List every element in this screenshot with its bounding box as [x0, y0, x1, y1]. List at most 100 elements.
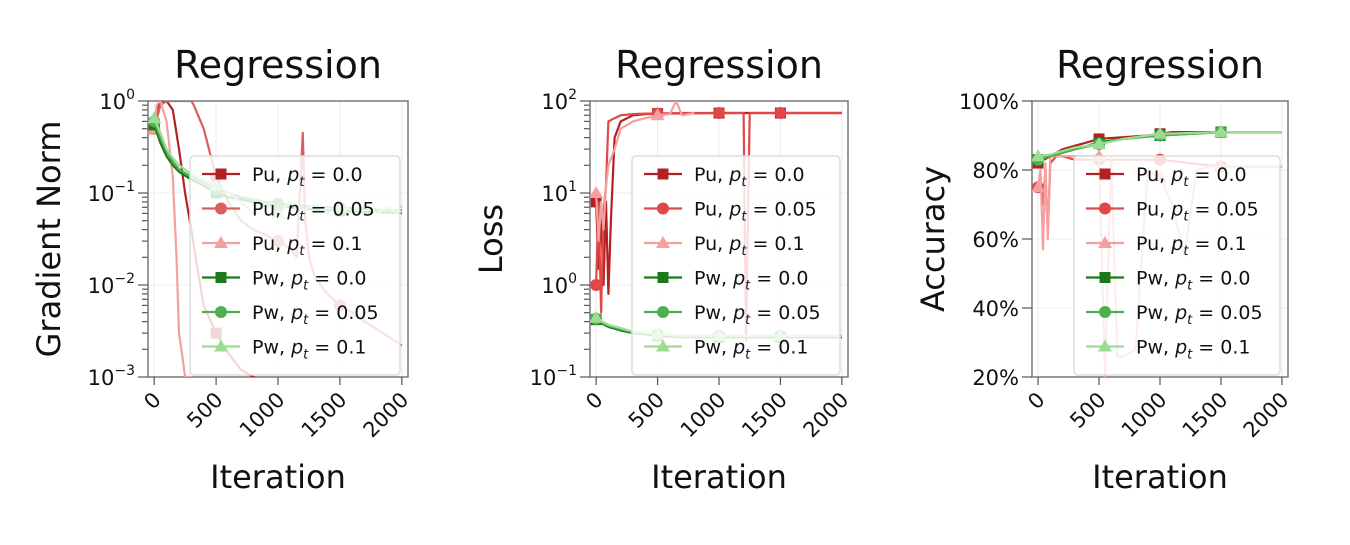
legend-subscript: t [745, 279, 751, 294]
legend-param: p [286, 233, 299, 255]
legend-value: = 0.0 [750, 268, 808, 290]
y-tick-exponent: −2 [114, 271, 135, 287]
legend-label: Pw, pt = 0.05 [252, 302, 379, 328]
data-point-marker [774, 107, 787, 120]
legend-entry: Pu, pt = 0.1 [202, 233, 363, 259]
legend-param: p [290, 268, 303, 290]
legend-entry: Pw, pt = 0.05 [202, 302, 379, 328]
legend-marker [657, 306, 669, 318]
legend-subscript: t [303, 313, 309, 328]
legend-marker [656, 339, 670, 352]
legend-name: Pw, [694, 337, 733, 359]
legend-frame [1073, 155, 1281, 376]
legend-subscript: t [299, 244, 305, 259]
legend-param: p [728, 199, 741, 221]
y-tick-label: 100 [99, 87, 135, 114]
legend-entry: Pw, pt = 0.1 [1086, 337, 1250, 363]
legend-entry: Pu, pt = 0.0 [1086, 164, 1247, 190]
legend-marker [1099, 272, 1111, 283]
legend-subscript: t [1187, 313, 1193, 328]
legend-marker [1098, 236, 1112, 248]
y-tick-exponent: 0 [126, 87, 135, 103]
y-tick-label: 10−1 [530, 363, 577, 390]
legend-label: Pu, pt = 0.1 [1136, 233, 1247, 259]
legend-marker [656, 236, 670, 248]
legend-entry: Pu, pt = 0.05 [1086, 199, 1259, 225]
legend-marker [1099, 306, 1111, 318]
y-tick-label: 100% [959, 90, 1019, 114]
legend-value: = 0.0 [746, 164, 804, 186]
legend-marker [657, 202, 669, 215]
legend-param: p [1174, 337, 1187, 359]
legend-marker [1099, 202, 1111, 215]
legend-value: = 0.0 [1192, 268, 1250, 290]
y-tick-label: 60% [972, 228, 1019, 252]
legend-param: p [290, 302, 303, 324]
legend-label: Pw, pt = 0.0 [1136, 268, 1250, 294]
chart-title: Regression [174, 43, 382, 87]
legend-name: Pw, [252, 268, 291, 290]
data-point-marker [713, 107, 725, 120]
legend-param: p [286, 199, 299, 221]
legend-marker [657, 272, 669, 283]
legend-subscript: t [1183, 210, 1189, 225]
legend-param: p [286, 164, 299, 186]
legend-param: p [732, 302, 745, 324]
y-tick-exponent: −1 [556, 363, 577, 379]
legend-marker [1098, 339, 1112, 352]
legend-label: Pw, pt = 0.1 [1136, 337, 1250, 363]
legend-label: Pu, pt = 0.05 [694, 199, 817, 225]
series-line [153, 101, 192, 377]
series-line [595, 101, 695, 243]
legend-subscript: t [1187, 279, 1193, 294]
y-tick-exponent: −3 [114, 363, 135, 379]
legend-entry: Pw, pt = 0.0 [1086, 268, 1250, 294]
x-tick-label: 1000 [235, 388, 290, 443]
x-tick-label: 1500 [1178, 388, 1233, 443]
y-tick-base: 10 [88, 182, 115, 206]
y-tick-exponent: 1 [568, 179, 577, 195]
data-point-marker [1032, 180, 1046, 193]
x-tick-label: 500 [624, 388, 669, 433]
chart-title: Regression [615, 43, 823, 87]
y-tick-base: 10 [530, 366, 557, 390]
legend-param: p [1170, 199, 1183, 221]
legend-value: = 0.0 [308, 268, 366, 290]
legend-marker [215, 202, 227, 215]
legend-name: Pu, [694, 199, 729, 221]
legend-param: p [1174, 302, 1187, 324]
legend-label: Pu, pt = 0.1 [694, 233, 805, 259]
legend-name: Pu, [252, 164, 287, 186]
legend-entry: Pw, pt = 0.05 [1086, 302, 1263, 328]
legend-label: Pu, pt = 0.0 [1136, 164, 1247, 190]
y-tick-label: 20% [972, 366, 1019, 390]
legend-subscript: t [299, 210, 305, 225]
legend-subscript: t [741, 175, 747, 190]
y-tick-exponent: 2 [568, 87, 577, 103]
legend-value: = 0.1 [1192, 337, 1250, 359]
y-tick-exponent: 0 [568, 271, 577, 287]
x-tick-label: 1500 [297, 388, 352, 443]
data-point-marker [1153, 126, 1167, 139]
legend-value: = 0.0 [304, 164, 362, 186]
legend-marker [215, 306, 227, 318]
legend-subscript: t [741, 244, 747, 259]
legend-marker [214, 339, 228, 352]
legend-entry: Pw, pt = 0.05 [644, 302, 821, 328]
data-point-marker [590, 310, 604, 323]
y-tick-base: 10 [88, 366, 115, 390]
legend-name: Pw, [1136, 337, 1175, 359]
legend-entry: Pu, pt = 0.0 [644, 164, 805, 190]
legend-value: = 0.05 [304, 199, 374, 221]
legend-param: p [732, 268, 745, 290]
y-tick-label: 101 [541, 179, 577, 206]
legend-marker [1099, 168, 1111, 180]
legend-value: = 0.05 [1188, 199, 1258, 221]
legend-label: Pw, pt = 0.0 [694, 268, 808, 294]
legend-name: Pu, [1136, 164, 1171, 186]
legend-subscript: t [741, 210, 747, 225]
